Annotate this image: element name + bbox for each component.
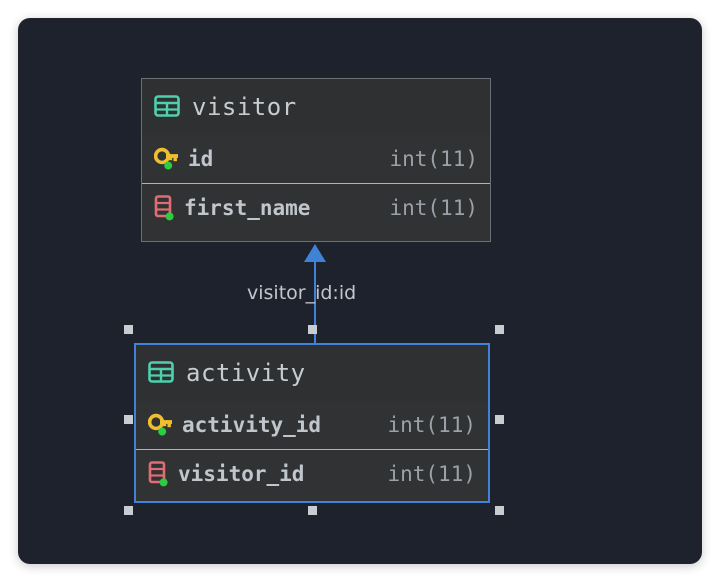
relationship-arrow-head [304,244,326,262]
table-icon [154,94,180,120]
relationship-line[interactable] [314,261,316,344]
column-type: int(11) [389,147,478,171]
resize-handle-top-center[interactable] [308,325,317,334]
column-icon [148,460,170,487]
column-type: int(11) [387,413,476,437]
resize-handle-middle-left[interactable] [124,415,133,424]
column-type: int(11) [389,195,478,220]
table-header-activity[interactable]: activity [136,345,488,401]
erd-table-node-visitor[interactable]: visitor id int(11) [141,78,491,242]
resize-handle-top-left[interactable] [124,325,133,334]
column-name: id [188,147,214,171]
table-row[interactable]: activity_id int(11) [136,401,488,449]
resize-handle-bottom-left[interactable] [124,506,133,515]
resize-handle-middle-right[interactable] [495,415,504,424]
resize-handle-bottom-right[interactable] [495,506,504,515]
primary-key-icon [154,147,180,171]
column-type: int(11) [387,461,476,486]
table-row[interactable]: visitor_id int(11) [136,449,488,497]
relationship-label: visitor_id:id [247,282,357,304]
primary-key-icon [148,413,174,437]
table-row[interactable]: first_name int(11) [142,183,490,231]
column-name: activity_id [182,413,322,437]
table-name-activity: activity [186,359,306,387]
column-name: first_name [184,195,311,220]
resize-handle-top-right[interactable] [495,325,504,334]
resize-handle-bottom-center[interactable] [308,506,317,515]
column-icon [154,194,176,221]
erd-table-node-activity[interactable]: activity activity_id int(11) [134,343,490,503]
erd-canvas[interactable]: visitor id int(11) [18,18,702,564]
table-row[interactable]: id int(11) [142,135,490,183]
table-icon [148,360,174,386]
column-name: visitor_id [178,461,305,486]
table-header-visitor[interactable]: visitor [142,79,490,135]
table-name-visitor: visitor [192,93,297,121]
